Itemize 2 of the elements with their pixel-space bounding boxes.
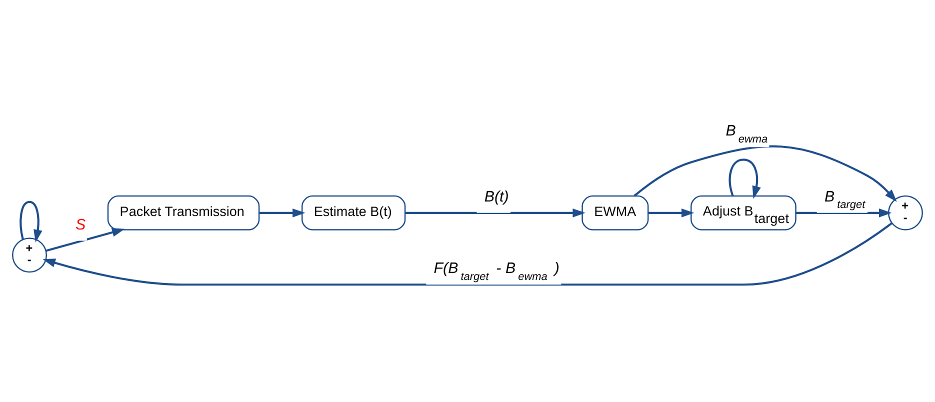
edge-label: B(t) (484, 188, 509, 205)
edge-label: S (76, 216, 86, 233)
